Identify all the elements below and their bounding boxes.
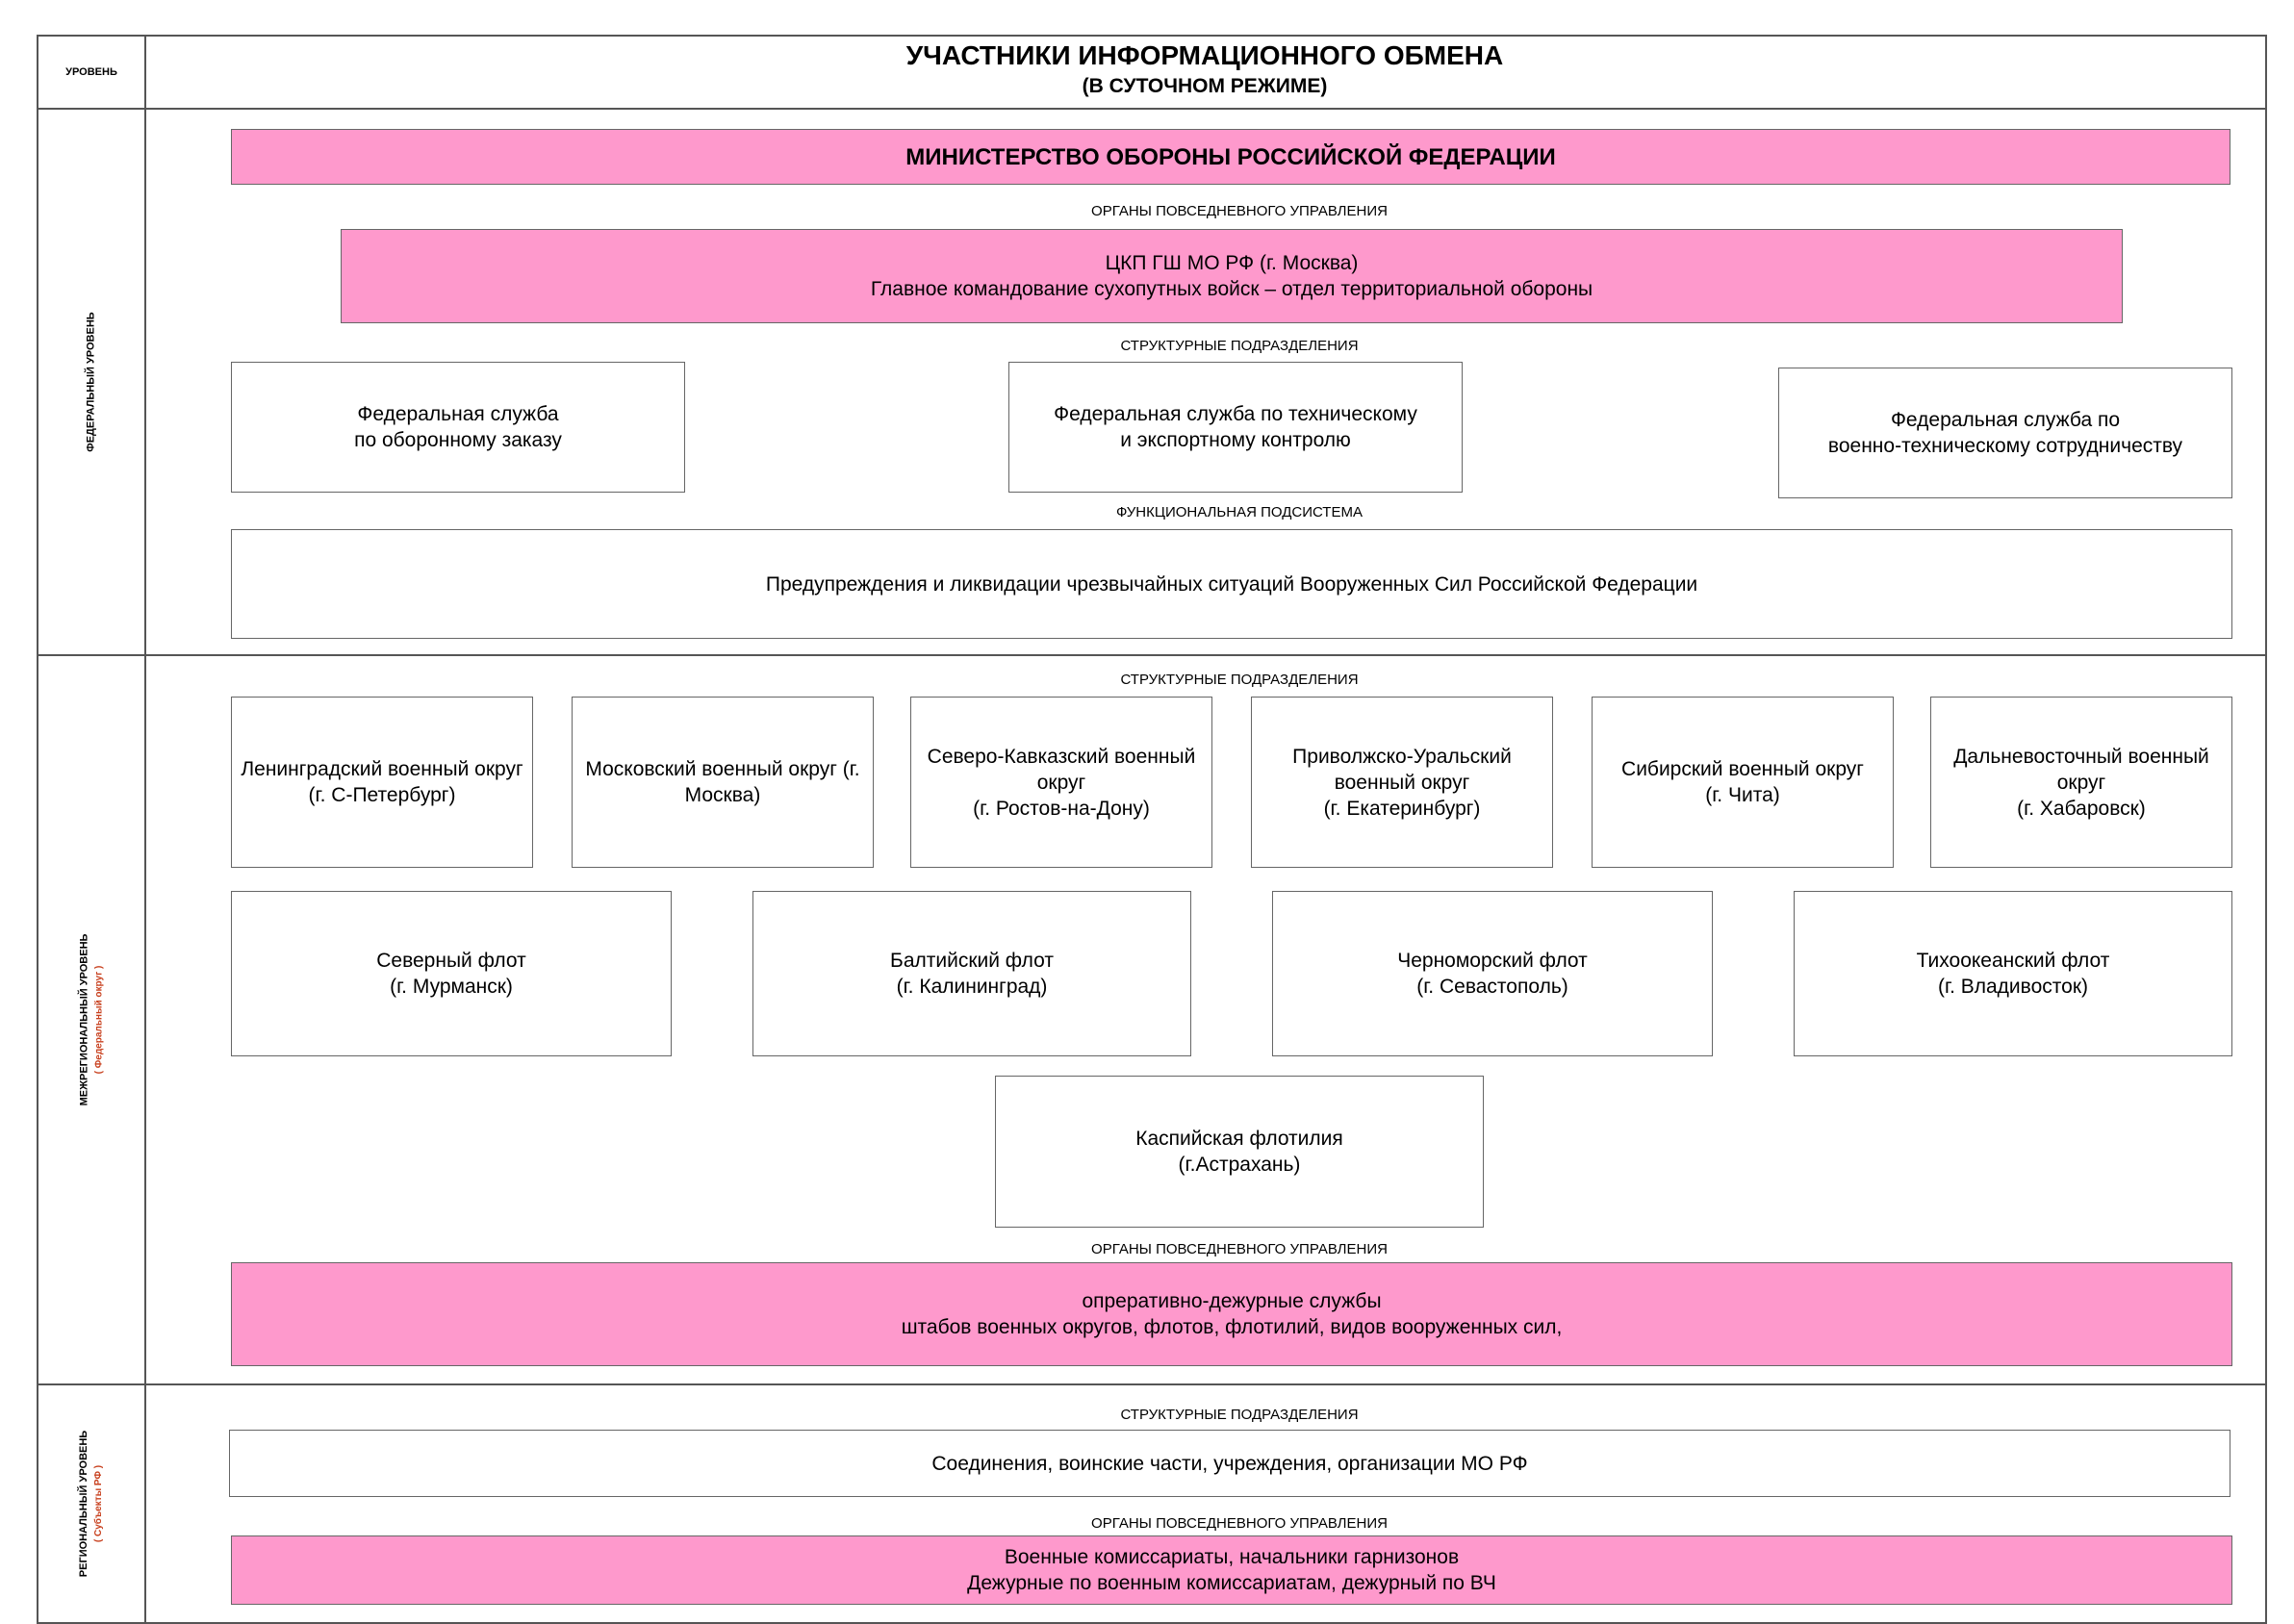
caspian-flotilla-line-1: Каспийская флотилия [1135, 1128, 1343, 1150]
emergency-subsystem-box: Предупреждения и ликвидации чрезвычайных… [231, 529, 2232, 639]
district-siberian-box: Сибирский военный округ (г. Чита) [1592, 697, 1894, 868]
level-column-divider [144, 35, 146, 1622]
central-command-line-2: Главное командование сухопутных войск – … [870, 278, 1593, 300]
commissariats-line-2: Дежурные по военным комиссариатам, дежур… [967, 1572, 1496, 1594]
interregional-level-cell: МЕЖРЕГИОНАЛЬНЫЙ УРОВЕНЬ ( Федеральный ок… [38, 656, 144, 1383]
federal-level-cell: ФЕДЕРАЛЬНЫЙ УРОВЕНЬ [38, 110, 144, 654]
district-far-east-box: Дальневосточный военный округ (г. Хабаро… [1930, 697, 2232, 868]
central-command-box: ЦКП ГШ МО РФ (г. Москва) Главное командо… [341, 229, 2123, 323]
federal-daily-caption: ОРГАНЫ ПОВСЕДНЕВНОГО УПРАВЛЕНИЯ [1091, 203, 1388, 219]
fleet-northern-box: Северный флот (г. Мурманск) [231, 891, 672, 1056]
emergency-subsystem-label: Предупреждения и ликвидации чрезвычайных… [765, 572, 1698, 596]
district-leningrad-box: Ленинградский военный округ (г. С-Петерб… [231, 697, 533, 868]
fleet-pacific-line-2: (г. Владивосток) [1937, 976, 2089, 998]
district-far-east-line-1: Дальневосточный военный [1953, 745, 2209, 768]
federal-struct-caption: СТРУКТУРНЫЕ ПОДРАЗДЕЛЕНИЯ [1120, 338, 1359, 354]
caspian-flotilla-box: Каспийская флотилия (г.Астрахань) [995, 1076, 1484, 1228]
district-north-caucasus-line-3: (г. Ростов-на-Дону) [973, 797, 1150, 820]
district-far-east-line-3: (г. Хабаровск) [2017, 797, 2146, 820]
table-left-border [37, 35, 38, 1622]
fleet-black-sea-line-2: (г. Севастополь) [1416, 976, 1568, 998]
title-main: УЧАСТНИКИ ИНФОРМАЦИОННОГО ОБМЕНА [905, 40, 1504, 70]
fleet-northern-line-1: Северный флот [376, 950, 526, 972]
district-moscow-line-2: Москва) [684, 784, 761, 806]
regional-level-cell: РЕГИОНАЛЬНЫЙ УРОВЕНЬ ( Субъекты РФ ) [38, 1385, 144, 1622]
district-siberian-line-2: (г. Чита) [1705, 784, 1780, 806]
district-far-east-line-2: округ [2056, 771, 2106, 794]
service-mil-tech-box: Федеральная служба по военно-техническом… [1778, 368, 2232, 498]
level-column-header: УРОВЕНЬ [65, 66, 117, 78]
interregional-struct-caption: СТРУКТУРНЫЕ ПОДРАЗДЕЛЕНИЯ [1120, 672, 1359, 688]
regional-level-sub: ( Субъекты РФ ) [93, 1464, 105, 1543]
regional-level-title: РЕГИОНАЛЬНЫЙ УРОВЕНЬ [78, 1430, 90, 1578]
district-leningrad-line-2: (г. С-Петербург) [308, 784, 456, 806]
fleet-baltic-line-1: Балтийский флот [890, 950, 1054, 972]
duty-services-line-2: штабов военных округов, флотов, флотилий… [901, 1316, 1563, 1338]
service-mil-tech-line-2: военно-техническому сотрудничеству [1827, 435, 2183, 457]
ministry-box: МИНИСТЕРСТВО ОБОРОНЫ РОССИЙСКОЙ ФЕДЕРАЦИ… [231, 129, 2230, 185]
service-export-control-line-1: Федеральная служба по техническому [1054, 403, 1417, 425]
service-export-control-line-2: и экспортному контролю [1120, 429, 1351, 451]
units-label: Соединения, воинские части, учреждения, … [931, 1452, 1528, 1475]
district-leningrad-line-1: Ленинградский военный округ [241, 758, 523, 780]
federal-level-label: ФЕДЕРАЛЬНЫЙ УРОВЕНЬ [86, 312, 97, 452]
units-box: Соединения, воинские части, учреждения, … [229, 1430, 2230, 1497]
commissariats-line-1: Военные комиссариаты, начальники гарнизо… [1004, 1546, 1460, 1568]
fleet-pacific-box: Тихоокеанский флот (г. Владивосток) [1794, 891, 2232, 1056]
district-north-caucasus-line-2: округ [1036, 771, 1086, 794]
service-export-control-box: Федеральная служба по техническому и экс… [1008, 362, 1463, 493]
interregional-daily-caption: ОРГАНЫ ПОВСЕДНЕВНОГО УПРАВЛЕНИЯ [1091, 1241, 1388, 1257]
duty-services-box: опреративно-дежурные службы штабов военн… [231, 1262, 2232, 1366]
federal-func-caption: ФУНКЦИОНАЛЬНАЯ ПОДСИСТЕМА [1116, 504, 1363, 520]
service-defense-order-box: Федеральная служба по оборонному заказу [231, 362, 685, 493]
fleet-baltic-line-2: (г. Калининград) [896, 976, 1048, 998]
district-volga-ural-line-1: Приволжско-Уральский [1292, 745, 1512, 768]
interregional-level-label: МЕЖРЕГИОНАЛЬНЫЙ УРОВЕНЬ ( Федеральный ок… [76, 934, 107, 1106]
district-volga-ural-line-2: военный округ [1334, 771, 1470, 794]
district-siberian-line-1: Сибирский военный округ [1621, 758, 1864, 780]
caspian-flotilla-line-2: (г.Астрахань) [1178, 1154, 1301, 1176]
duty-services-line-1: опреративно-дежурные службы [1082, 1290, 1382, 1312]
federal-divider [37, 654, 2267, 656]
district-north-caucasus-box: Северо-Кавказский военный округ (г. Рост… [910, 697, 1212, 868]
fleet-northern-line-2: (г. Мурманск) [390, 976, 513, 998]
fleet-pacific-line-1: Тихоокеанский флот [1916, 950, 2110, 972]
commissariats-box: Военные комиссариаты, начальники гарнизо… [231, 1535, 2232, 1605]
district-north-caucasus-line-1: Северо-Кавказский военный [927, 745, 1196, 768]
interregional-level-sub: ( Федеральный округ ) [93, 965, 105, 1075]
interregional-divider [37, 1383, 2267, 1385]
regional-level-label: РЕГИОНАЛЬНЫЙ УРОВЕНЬ ( Субъекты РФ ) [76, 1431, 107, 1577]
header-divider [37, 108, 2267, 110]
regional-struct-caption: СТРУКТУРНЫЕ ПОДРАЗДЕЛЕНИЯ [1120, 1407, 1359, 1423]
ministry-label: МИНИСТЕРСТВО ОБОРОНЫ РОССИЙСКОЙ ФЕДЕРАЦИ… [905, 143, 1556, 170]
district-volga-ural-line-3: (г. Екатеринбург) [1323, 797, 1481, 820]
central-command-line-1: ЦКП ГШ МО РФ (г. Москва) [1105, 252, 1359, 274]
fleet-black-sea-line-1: Черноморский флот [1397, 950, 1588, 972]
page-title: УЧАСТНИКИ ИНФОРМАЦИОННОГО ОБМЕНА (В СУТО… [146, 37, 2263, 108]
service-defense-order-line-2: по оборонному заказу [354, 429, 562, 451]
service-defense-order-line-1: Федеральная служба [357, 403, 559, 425]
fleet-baltic-box: Балтийский флот (г. Калининград) [752, 891, 1191, 1056]
district-moscow-box: Московский военный округ (г. Москва) [572, 697, 874, 868]
table-right-border [2265, 35, 2267, 1622]
table-top-border [37, 35, 2267, 37]
district-volga-ural-box: Приволжско-Уральский военный округ (г. Е… [1251, 697, 1553, 868]
district-moscow-line-1: Московский военный округ (г. [585, 758, 860, 780]
regional-daily-caption: ОРГАНЫ ПОВСЕДНЕВНОГО УПРАВЛЕНИЯ [1091, 1515, 1388, 1532]
service-mil-tech-line-1: Федеральная служба по [1890, 409, 2121, 431]
fleet-black-sea-box: Черноморский флот (г. Севастополь) [1272, 891, 1713, 1056]
title-sub: (В СУТОЧНОМ РЕЖИМЕ) [1082, 75, 1328, 97]
interregional-level-title: МЕЖРЕГИОНАЛЬНЫЙ УРОВЕНЬ [78, 933, 90, 1106]
